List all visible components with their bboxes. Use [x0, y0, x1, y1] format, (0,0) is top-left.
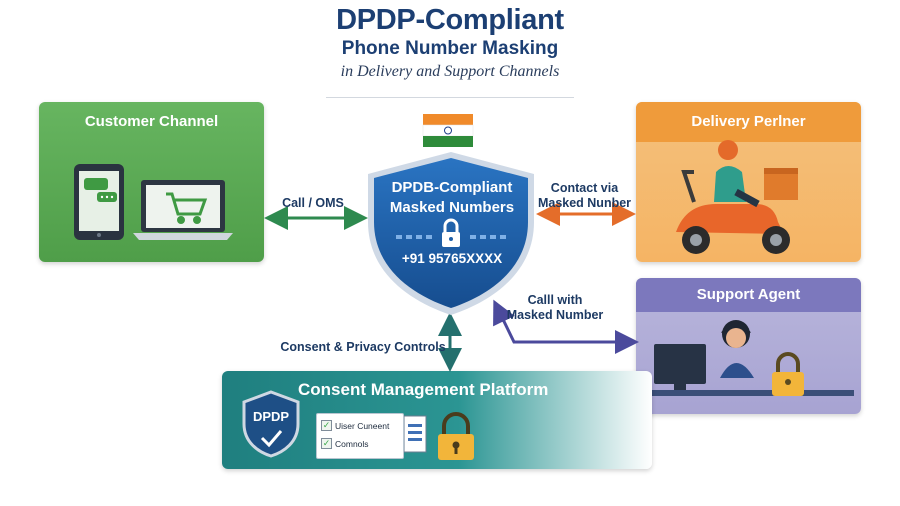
delivery-arrow-label-line-2: Masked Nunber	[537, 196, 632, 210]
dpdp-badge-label: DPDP	[252, 409, 290, 424]
title-divider	[326, 97, 574, 98]
delivery-arrow-label: Contact via Masked Nunber	[537, 181, 632, 211]
india-flag-icon	[422, 114, 474, 147]
consent-management-title: Consent Management Platform	[298, 380, 549, 399]
support-arrow-label-line-2: Masked Number	[506, 308, 604, 322]
support-arrow-label: Calll with Masked Number	[500, 293, 610, 323]
support-agent-panel: Support Agent	[636, 278, 861, 414]
customer-arrow-label: Call / OMS	[282, 196, 344, 210]
delivery-arrow-label-line-1: Contact via	[550, 181, 619, 195]
support-arrow	[493, 299, 639, 354]
consent-checklist-card: ✓ Uiser Cuneent ✓ Comnols	[316, 413, 404, 459]
diagram-tagline: in Delivery and Support Channels	[340, 63, 560, 80]
document-lock-icons	[404, 412, 474, 460]
consent-item-label: Comnols	[335, 438, 369, 449]
consent-item: ✓ Uiser Cuneent	[321, 420, 401, 431]
document-icon	[404, 415, 427, 453]
padlock-icon	[438, 412, 474, 460]
customer-channel-panel: Customer Channel	[39, 102, 264, 262]
delivery-partner-title: Delivery Perlner	[636, 102, 861, 142]
consent-item: ✓ Comnols	[321, 438, 401, 449]
delivery-partner-panel: Delivery Perlner	[636, 102, 861, 262]
customer-devices-illustration	[74, 164, 233, 240]
padlock-icon	[772, 352, 804, 396]
shield-title-line-1: DPDB-Compliant	[391, 179, 513, 196]
diagram-title: DPDP-Compliant	[336, 4, 564, 36]
customer-channel-title: Customer Channel	[84, 113, 219, 130]
support-agent-title: Support Agent	[636, 278, 861, 312]
shield-title-line-2: Masked Numbers	[389, 199, 515, 216]
support-arrow-label-line-1: Calll with	[527, 293, 583, 307]
diagram-subtitle: Phone Number Masking	[341, 38, 559, 59]
chat-bubble-icon	[84, 178, 117, 202]
consent-arrow-label: Consent & Privacy Controls	[280, 340, 446, 354]
support-agent-icon	[644, 320, 854, 396]
dpdp-shield-icon	[242, 390, 300, 458]
shield-title: DPDB-Compliant Masked Numbers	[362, 178, 542, 218]
checkbox-icon: ✓	[321, 420, 332, 431]
shopping-cart-icon	[166, 192, 208, 224]
padlock-icon	[442, 218, 460, 247]
masked-numbers-shield	[368, 114, 534, 315]
delivery-rider-icon	[676, 140, 798, 254]
checkbox-icon: ✓	[321, 438, 332, 449]
consent-item-label: Uiser Cuneent	[335, 420, 390, 431]
masked-phone-number: +91 95765XXXX	[401, 251, 503, 266]
